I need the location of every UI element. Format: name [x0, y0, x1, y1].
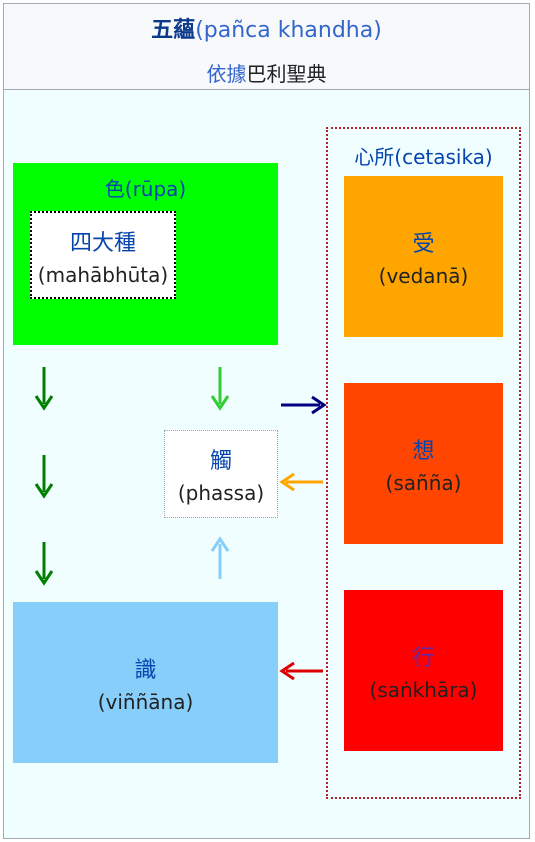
diagram-header: 五蘊(pañca khandha) 依據巴利聖典 — [3, 3, 530, 90]
phassa-pali-label: (phassa) — [177, 481, 265, 505]
phassa-zh-label[interactable]: 觸 — [209, 449, 232, 474]
subtitle-text: 巴利聖典 — [246, 62, 327, 86]
mahabhuta-box: 四大種 (mahābhūta) — [30, 211, 176, 299]
vedana-box: 受 (vedanā) — [344, 176, 503, 337]
title-zh: 五蘊 — [151, 18, 196, 43]
sanna-pali-label: (sañña) — [385, 471, 462, 495]
vedana-pali-label: (vedanā) — [378, 264, 469, 288]
vinnana-pali-label: (viññāna) — [97, 690, 194, 714]
vinnana-box: 識 (viññāna) — [13, 602, 278, 763]
cetasika-group: 心所(cetasika) — [326, 127, 521, 799]
title-pali-link[interactable]: (pañca khandha) — [195, 18, 382, 43]
vedana-zh-label[interactable]: 受 — [412, 232, 435, 257]
sankhara-pali-label: (saṅkhāra) — [369, 678, 478, 702]
diagram-subtitle: 依據巴利聖典 — [4, 60, 529, 88]
mahabhuta-zh-label[interactable]: 四大種 — [69, 231, 136, 256]
diagram-title: 五蘊(pañca khandha) — [4, 16, 529, 46]
sankhara-zh-label[interactable]: 行 — [412, 646, 435, 671]
vinnana-zh-label[interactable]: 識 — [134, 658, 157, 683]
sanna-box: 想 (sañña) — [344, 383, 503, 544]
sanna-zh-label[interactable]: 想 — [412, 439, 435, 464]
phassa-box: 觸 (phassa) — [164, 430, 278, 518]
subtitle-link[interactable]: 依據 — [206, 62, 247, 86]
sankhara-box: 行 (saṅkhāra) — [344, 590, 503, 751]
cetasika-label[interactable]: 心所(cetasika) — [354, 145, 493, 169]
mahabhuta-pali-label: (mahābhūta) — [37, 263, 169, 287]
rupa-label[interactable]: 色(rūpa) — [104, 177, 187, 201]
